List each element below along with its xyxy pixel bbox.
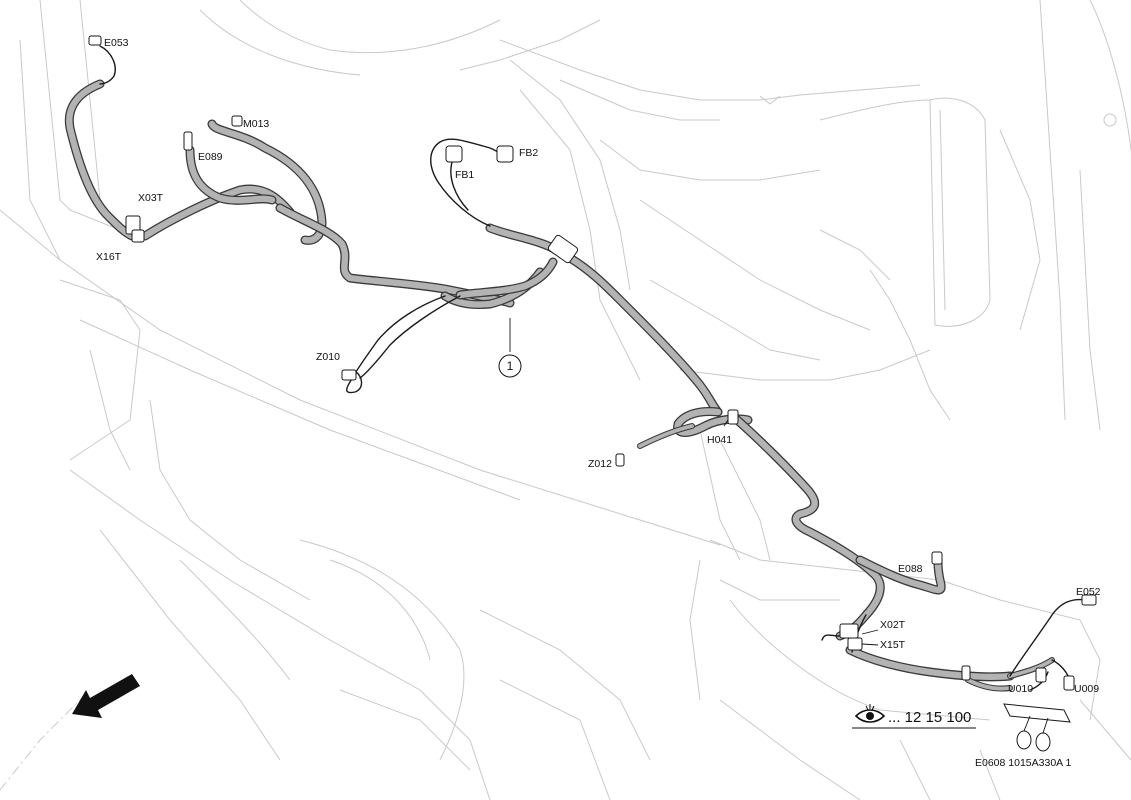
label-e089: E089: [198, 151, 223, 163]
thin-wires: [99, 45, 1087, 691]
label-x16t: X16T: [96, 251, 122, 263]
view-reference-text: ... 12 15 100: [888, 709, 971, 726]
connector-u009: [1063, 675, 1075, 691]
drawing-code: E0608 1015A330A 1: [975, 757, 1072, 769]
travel-direction-arrow-icon: [72, 674, 140, 718]
connector-x15t: [847, 637, 863, 651]
label-h041: H041: [707, 434, 732, 446]
label-m013: M013: [243, 118, 269, 130]
connector-e089: [183, 131, 193, 151]
label-z012: Z012: [588, 458, 612, 470]
component-labels: E053 M013 E089 X03T X16T FB1 FB2 Z010 Z0…: [96, 37, 1101, 695]
label-x03t: X03T: [138, 192, 164, 204]
label-e053: E053: [104, 37, 129, 49]
eye-icon: [854, 704, 886, 723]
connector-e052: [1081, 594, 1097, 606]
sensor-left: [1016, 730, 1032, 750]
connector-e088: [931, 551, 943, 565]
connector-u010: [1035, 667, 1047, 683]
leader-lines: [509, 318, 879, 646]
connector-h041: [727, 409, 739, 425]
label-u009: U009: [1074, 683, 1099, 695]
callout-1: 1: [498, 354, 522, 378]
connector-fb2: [496, 145, 514, 163]
view-reference: ... 12 15 100: [852, 704, 976, 729]
connector-e053: [88, 35, 102, 46]
label-x02t: X02T: [880, 619, 906, 631]
connector-x16t: [131, 229, 145, 243]
label-u010: U010: [1008, 683, 1033, 695]
connector-m013: [231, 115, 243, 127]
harness-clip: [961, 665, 971, 681]
connector-fb1: [445, 145, 463, 163]
label-x15t: X15T: [880, 639, 906, 651]
main-harness: [64, 79, 1055, 692]
callout-number: 1: [507, 359, 514, 373]
harness-clamp: [547, 234, 579, 264]
label-e052: E052: [1076, 586, 1101, 598]
sensor-right: [1035, 732, 1051, 752]
label-fb2: FB2: [519, 147, 538, 159]
sensor-bracket: [1003, 703, 1071, 723]
connector-z012: [615, 453, 625, 467]
connectors: [88, 35, 1097, 752]
connector-z010: [341, 369, 357, 381]
connector-x02t: [839, 623, 859, 639]
label-fb1: FB1: [455, 169, 474, 181]
label-z010: Z010: [316, 351, 340, 363]
label-e088: E088: [898, 563, 923, 575]
